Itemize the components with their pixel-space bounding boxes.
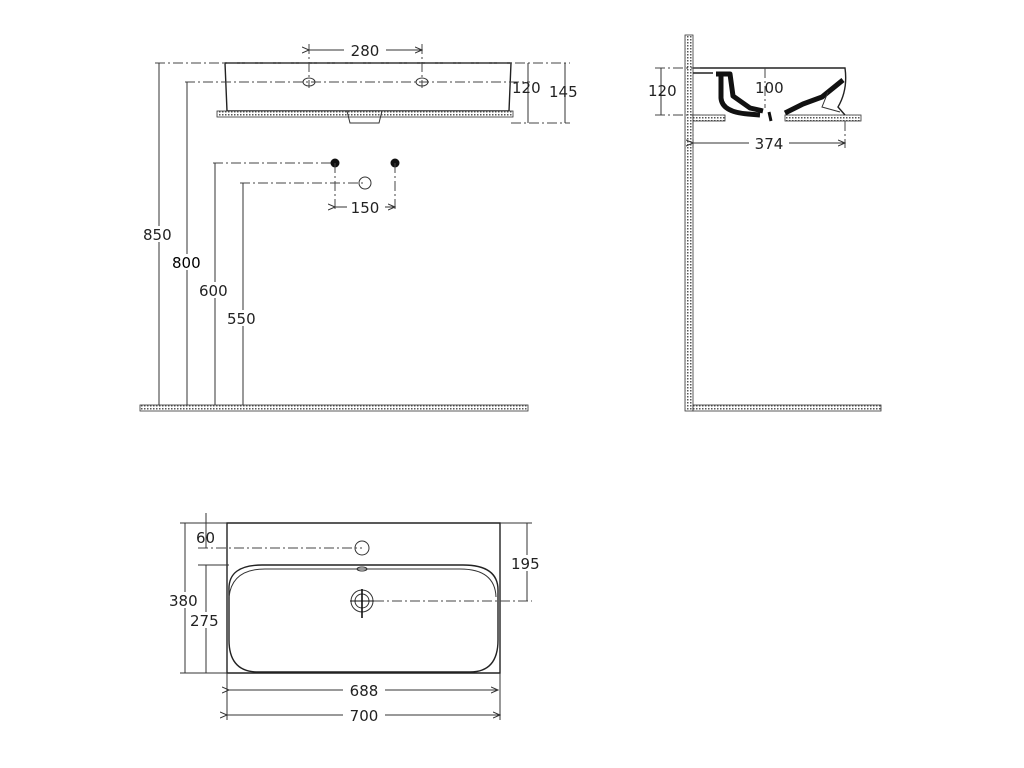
svg-text:550: 550 xyxy=(227,310,256,328)
dim-heights: 850 800 600 550 xyxy=(142,63,365,405)
svg-text:374: 374 xyxy=(755,135,784,153)
side-view: 120 100 374 xyxy=(648,34,882,412)
svg-text:100: 100 xyxy=(755,79,784,97)
basin-front xyxy=(216,62,514,124)
top-left-dims: 380 60 275 xyxy=(168,513,362,674)
svg-text:280: 280 xyxy=(351,42,380,60)
svg-text:150: 150 xyxy=(351,199,380,217)
side-floor xyxy=(692,404,882,412)
supply-points: 150 xyxy=(331,158,400,217)
svg-text:275: 275 xyxy=(190,612,219,630)
side-dims: 120 100 374 xyxy=(648,67,845,153)
basin-top xyxy=(226,522,501,674)
basin-side xyxy=(693,67,847,122)
svg-text:120: 120 xyxy=(512,79,541,97)
svg-text:60: 60 xyxy=(196,529,215,547)
dim-bowl-heights: 120 145 xyxy=(155,62,578,124)
top-right-dims: 195 xyxy=(374,522,544,602)
svg-text:850: 850 xyxy=(143,226,172,244)
floor xyxy=(139,404,529,412)
top-view: 380 60 275 195 688 700 xyxy=(168,513,544,725)
svg-text:145: 145 xyxy=(549,83,578,101)
svg-text:380: 380 xyxy=(169,592,198,610)
svg-text:120: 120 xyxy=(648,82,677,100)
top-bottom-dims: 688 700 xyxy=(227,673,500,725)
svg-text:688: 688 xyxy=(350,682,379,700)
wall xyxy=(684,34,694,412)
svg-text:195: 195 xyxy=(511,555,540,573)
svg-text:700: 700 xyxy=(350,707,379,725)
dim-tap-hole-spacing: 280 xyxy=(309,42,422,88)
svg-text:800: 800 xyxy=(172,254,201,272)
front-view: 280 120 145 850 800 600 xyxy=(139,42,578,412)
svg-text:600: 600 xyxy=(199,282,228,300)
